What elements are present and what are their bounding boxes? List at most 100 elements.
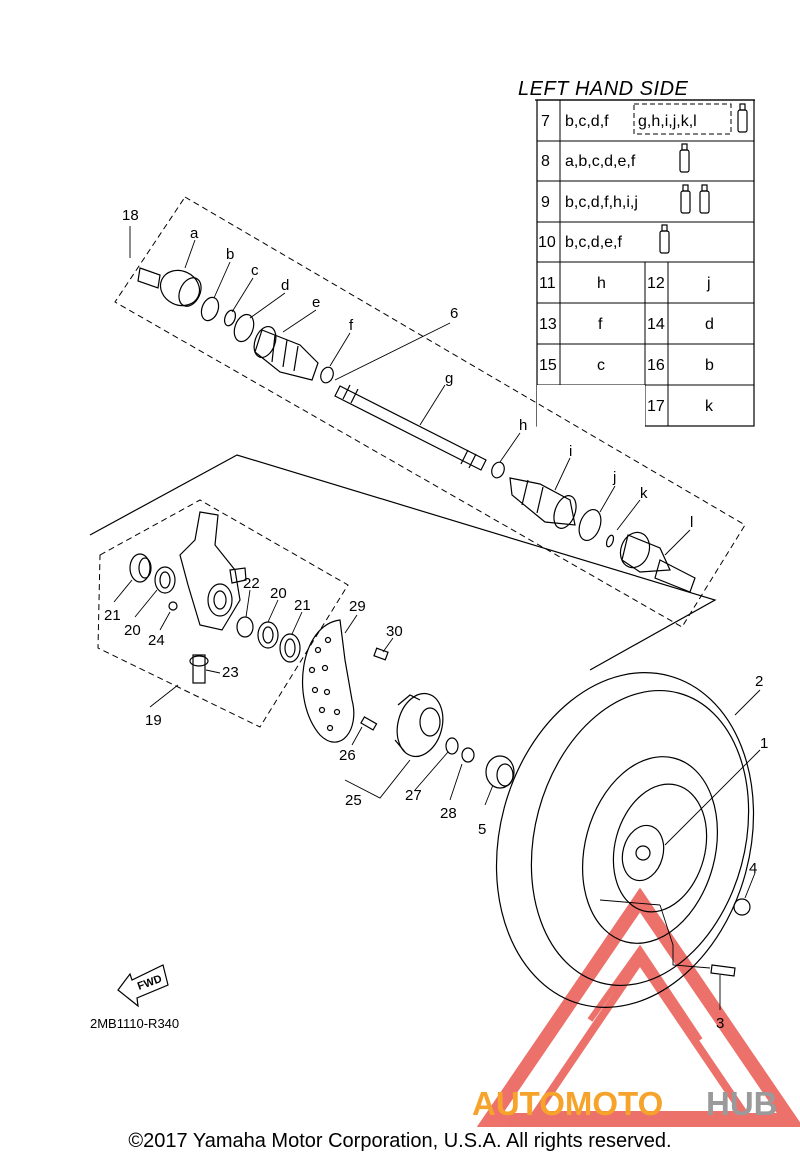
table-pair-14-val: d bbox=[705, 316, 714, 333]
brake-disc-29 bbox=[301, 619, 355, 743]
callout-20-right: 20 bbox=[270, 585, 287, 602]
callout-5: 5 bbox=[478, 821, 486, 838]
table-pair-12-val: j bbox=[706, 275, 711, 292]
knuckle-frame bbox=[97, 499, 349, 728]
table-row-8-text: a,b,c,d,e,f bbox=[565, 153, 636, 170]
lug-nut-4 bbox=[733, 898, 751, 916]
table-pair-13-num: 13 bbox=[539, 316, 557, 333]
table-row-8-num: 8 bbox=[541, 153, 550, 170]
bearing-21-right bbox=[279, 633, 301, 663]
callout-18: 18 bbox=[122, 207, 139, 224]
bearing-21-left bbox=[129, 553, 152, 583]
band-j bbox=[578, 508, 602, 542]
grease-tube-icon bbox=[737, 103, 748, 133]
callout-27: 27 bbox=[405, 787, 422, 804]
washer-27 bbox=[445, 737, 459, 755]
clip-k bbox=[605, 534, 615, 548]
cv-joint-outer bbox=[137, 267, 202, 307]
callout-i: i bbox=[569, 443, 572, 460]
watermark-text: AUTOMOTO HUB bbox=[472, 1085, 778, 1122]
table-pair-14-num: 14 bbox=[647, 316, 665, 333]
table-pair-13-val: f bbox=[598, 316, 603, 333]
copyright: ©2017 Yamaha Motor Corporation, U.S.A. A… bbox=[128, 1130, 672, 1152]
callout-1: 1 bbox=[760, 735, 768, 752]
watermark-part2: HUB bbox=[706, 1085, 778, 1122]
wheel-1 bbox=[581, 756, 719, 944]
callout-21-right: 21 bbox=[294, 597, 311, 614]
table-pair-16-num: 16 bbox=[647, 357, 665, 374]
drive-shaft-assembly bbox=[114, 196, 746, 628]
boot-e bbox=[253, 325, 319, 381]
clip-24 bbox=[168, 601, 178, 611]
steering-knuckle bbox=[179, 511, 247, 631]
table-header: LEFT HAND SIDE bbox=[518, 78, 689, 100]
drive-shaft-g bbox=[334, 384, 487, 471]
callout-2: 2 bbox=[755, 673, 763, 690]
grease-tube-icon bbox=[679, 143, 690, 173]
band-h bbox=[491, 461, 505, 479]
table-row-9-text: b,c,d,f,h,i,j bbox=[565, 194, 638, 211]
bearing-20-left bbox=[154, 566, 176, 594]
callout-d: d bbox=[281, 277, 289, 294]
bolt-26 bbox=[360, 716, 378, 731]
bolt-30 bbox=[373, 647, 389, 661]
callout-24: 24 bbox=[148, 632, 165, 649]
table-row-10-num: 10 bbox=[538, 234, 556, 251]
callout-k: k bbox=[640, 485, 648, 502]
table-pair-11-val: h bbox=[597, 275, 606, 292]
callout-21-left: 21 bbox=[104, 607, 121, 624]
callout-26: 26 bbox=[339, 747, 356, 764]
table-row-10-text: b,c,d,e,f bbox=[565, 234, 622, 251]
bearing-20-right bbox=[257, 621, 279, 649]
callout-4: 4 bbox=[749, 860, 757, 877]
table-pair-16-val: b bbox=[705, 357, 714, 374]
callout-20-left: 20 bbox=[124, 622, 141, 639]
fwd-arrow-icon: FWD bbox=[117, 964, 169, 1008]
table-pair-17-num: 17 bbox=[647, 398, 665, 415]
watermark-part1: AUTOMOTO bbox=[472, 1085, 663, 1122]
seal-22 bbox=[236, 616, 254, 638]
assembly-outline bbox=[89, 454, 717, 671]
watermark-logo bbox=[476, 887, 800, 1127]
diagram-code: 2MB1110-R340 bbox=[90, 1016, 179, 1031]
table-pair-15-val: c bbox=[597, 357, 605, 374]
callout-j: j bbox=[612, 469, 616, 486]
callout-25: 25 bbox=[345, 792, 362, 809]
table-pair-17-val: k bbox=[705, 398, 714, 415]
spacer-5 bbox=[485, 755, 515, 789]
callout-g: g bbox=[445, 370, 453, 387]
band-d bbox=[233, 313, 255, 343]
tire-2 bbox=[495, 672, 755, 1008]
callout-30: 30 bbox=[386, 623, 403, 640]
callout-c: c bbox=[251, 262, 259, 279]
grease-tube-icon bbox=[699, 184, 710, 214]
callout-labels: a b c d e f g h i j k l 18 6 2 1 4 3 5 1… bbox=[104, 207, 768, 1032]
callout-29: 29 bbox=[349, 598, 366, 615]
table-pair-11-num: 11 bbox=[539, 275, 556, 292]
callout-a: a bbox=[190, 225, 199, 242]
callout-f: f bbox=[349, 317, 354, 334]
boot-i bbox=[509, 477, 577, 529]
callout-6: 6 bbox=[450, 305, 458, 322]
parts-table: LEFT HAND SIDE 7 b,c,d,f g,h,i,j,k,l 8 a… bbox=[518, 78, 755, 427]
callout-3: 3 bbox=[716, 1015, 724, 1032]
circlip-b bbox=[200, 296, 220, 322]
leader-lines bbox=[113, 226, 761, 1010]
hub-25 bbox=[394, 692, 444, 758]
callout-e: e bbox=[312, 294, 320, 311]
grease-tube-icon bbox=[659, 224, 670, 254]
table-row-7-text: b,c,d,f bbox=[565, 113, 609, 130]
callout-23: 23 bbox=[222, 664, 239, 681]
ball-joint-23 bbox=[189, 654, 209, 684]
table-row-9-num: 9 bbox=[541, 194, 550, 211]
table-pair-15-num: 15 bbox=[539, 357, 557, 374]
callout-19: 19 bbox=[145, 712, 162, 729]
cv-joint-inner bbox=[619, 531, 696, 593]
table-row-7-num: 7 bbox=[541, 113, 550, 130]
callout-l: l bbox=[690, 514, 693, 531]
callout-22: 22 bbox=[243, 575, 260, 592]
band-f bbox=[320, 366, 334, 384]
grease-tube-icon bbox=[680, 184, 691, 214]
valve-3 bbox=[710, 964, 736, 977]
